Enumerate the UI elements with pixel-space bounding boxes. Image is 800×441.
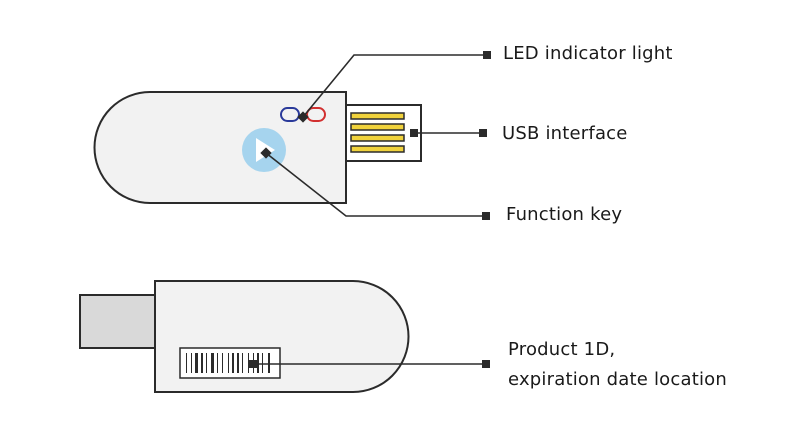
barcode-bar — [228, 353, 229, 373]
label-product-line2: expiration date location — [508, 369, 727, 390]
barcode-bar — [186, 353, 187, 373]
marker — [483, 51, 491, 59]
marker — [482, 212, 490, 220]
led-blue — [280, 107, 300, 122]
marker — [482, 360, 490, 368]
usb-connector-back — [79, 294, 159, 349]
leader-led — [302, 54, 487, 118]
barcode-bar — [232, 353, 234, 373]
usb-contact — [350, 123, 405, 131]
marker — [479, 129, 487, 137]
label-function-key: Function key — [506, 204, 623, 225]
usb-contact — [350, 134, 405, 142]
barcode-bar — [206, 353, 207, 373]
marker — [249, 360, 257, 368]
barcode-bar — [248, 353, 249, 373]
led-red — [306, 107, 326, 122]
marker — [410, 129, 418, 137]
barcode-bar — [242, 353, 243, 373]
device-front-view — [93, 91, 422, 204]
barcode-bar — [237, 353, 239, 373]
leader-function-key — [265, 152, 486, 217]
label-usb-interface: USB interface — [502, 123, 628, 144]
label-product-line1: Product 1D, — [508, 339, 616, 360]
barcode-bar — [257, 353, 259, 373]
barcode-bar — [222, 353, 223, 373]
label-led-indicator: LED indicator light — [503, 43, 673, 64]
barcode-bar — [217, 353, 218, 373]
usb-contact — [350, 145, 405, 153]
marker — [260, 147, 272, 159]
barcode-bar — [268, 353, 270, 373]
barcode-icon — [179, 347, 281, 379]
barcode-bar — [191, 353, 192, 373]
label-product-id: Product 1D, expiration date location — [508, 335, 727, 395]
leader-lines — [253, 54, 487, 365]
barcode-bar — [201, 353, 203, 373]
usb-contact — [350, 112, 405, 120]
barcode-bar — [211, 353, 214, 373]
device-back-view — [79, 280, 410, 393]
barcode-bar — [195, 353, 198, 373]
barcode-bar — [262, 353, 263, 373]
